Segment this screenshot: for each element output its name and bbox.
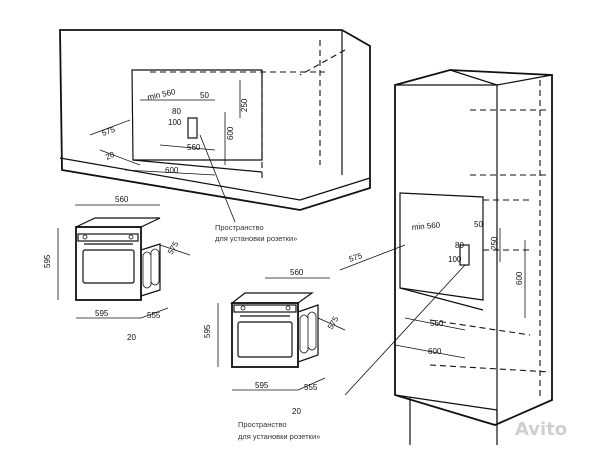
oven-left: 560 595 595 555 575 20 <box>43 195 191 342</box>
top-dim-20-label: 20 <box>104 150 116 162</box>
oven-left-dim-560-label: 560 <box>115 195 129 204</box>
socket-note-1-line1: Пространство <box>215 223 264 232</box>
tall-dim-50-label: 50 <box>474 220 483 229</box>
oven-left-dim-20-label: 20 <box>127 333 136 342</box>
tall-cabinet: min 560 50 80 100 250 600 575 560 600 <box>339 69 553 445</box>
oven-right-top <box>230 292 314 304</box>
top-dim-600-label: 600 <box>226 126 235 140</box>
oven-left-side <box>140 243 161 297</box>
tall-top-edge <box>449 69 498 86</box>
top-dim-600w <box>124 169 216 176</box>
tall-dim-600w <box>394 344 466 359</box>
tall-socket-leader <box>344 264 466 396</box>
oven-right-dim-575 <box>317 317 346 331</box>
avito-watermark: Avito <box>515 419 567 440</box>
top-dim-250-label: 250 <box>240 98 249 112</box>
top-dim-20 <box>99 149 141 166</box>
oven-right-side <box>297 304 319 363</box>
oven-right-dim-555 <box>297 377 326 391</box>
top-dim-80-label: 80 <box>172 107 181 116</box>
top-dim-560-label: 560 <box>187 143 201 152</box>
top-cabinet: min 560 50 80 100 250 600 575 20 560 600 <box>59 29 371 223</box>
oven-left-rails <box>142 248 160 289</box>
oven-right-window <box>237 321 293 358</box>
socket-note-2-line2: для установки розетки» <box>238 432 320 441</box>
oven-right-dim-560-label: 560 <box>290 268 304 277</box>
tall-dash-h3 <box>429 364 551 373</box>
tall-dim-100-label: 100 <box>448 255 462 264</box>
top-socket-block <box>187 117 198 139</box>
oven-left-dim-595h-label: 595 <box>43 254 52 268</box>
top-dim-575-label: 575 <box>101 125 117 138</box>
tall-niche-front <box>399 192 484 301</box>
top-cabinet-base-side <box>299 177 371 201</box>
tall-top-right <box>496 74 553 86</box>
top-dim-100-label: 100 <box>168 118 182 127</box>
oven-left-dim-555-label: 555 <box>147 311 161 320</box>
top-niche-bottom <box>132 159 263 173</box>
tall-dim-560-label: 560 <box>430 319 444 328</box>
oven-left-dim-555 <box>140 307 169 319</box>
oven-left-dim-575 <box>159 244 191 256</box>
tall-dim-600w-label: 600 <box>428 347 442 356</box>
oven-right-rails <box>299 311 317 354</box>
oven-left-dim-595w-label: 595 <box>95 309 109 318</box>
tall-dim-560 <box>404 317 466 331</box>
tall-plinth-top <box>394 394 498 411</box>
top-cabinet-outline <box>59 29 371 211</box>
top-dim-50-label: 50 <box>200 91 209 100</box>
oven-right-dim-575-label: 575 <box>326 314 341 331</box>
oven-right-dim-20-label: 20 <box>292 407 301 416</box>
oven-right-knob-2 <box>285 305 291 311</box>
tall-dim-80-label: 80 <box>455 241 464 250</box>
tall-niche-low-dash <box>429 319 531 336</box>
top-dim-600w-label: 600 <box>165 166 179 175</box>
top-dim-575 <box>89 119 131 136</box>
tall-dim-min560-label: min 560 <box>411 220 441 231</box>
socket-note-1-line2: для установки розетки» <box>215 234 297 243</box>
oven-left-front <box>75 226 142 301</box>
oven-left-panel <box>77 233 139 242</box>
tall-dim-575 <box>339 244 406 271</box>
oven-left-dim-575-label: 575 <box>166 239 181 256</box>
oven-right-dim-555-label: 555 <box>304 383 318 392</box>
top-niche-front <box>131 69 263 161</box>
oven-right-knob-1 <box>240 305 246 311</box>
top-socket-leader <box>199 134 236 223</box>
oven-right-dim-595w-label: 595 <box>255 381 269 390</box>
oven-right-dim-595h-label: 595 <box>203 324 212 338</box>
top-cabinet-dash-top <box>299 49 346 76</box>
top-cabinet-base <box>59 157 301 201</box>
socket-note-2-line1: Пространство <box>238 420 287 429</box>
oven-left-knob-2 <box>128 234 134 240</box>
tall-dim-250-label: 250 <box>490 236 499 250</box>
tall-dim-600-label: 600 <box>515 271 524 285</box>
oven-right: 560 595 595 555 575 20 <box>203 268 346 416</box>
oven-left-window <box>82 249 135 284</box>
oven-left-top <box>75 217 161 228</box>
oven-left-knob-1 <box>82 234 88 240</box>
oven-right-panel <box>233 304 297 313</box>
tall-cabinet-outline <box>394 69 553 426</box>
tall-dim-575-label: 575 <box>348 251 364 264</box>
tall-niche-bottom <box>399 287 484 311</box>
